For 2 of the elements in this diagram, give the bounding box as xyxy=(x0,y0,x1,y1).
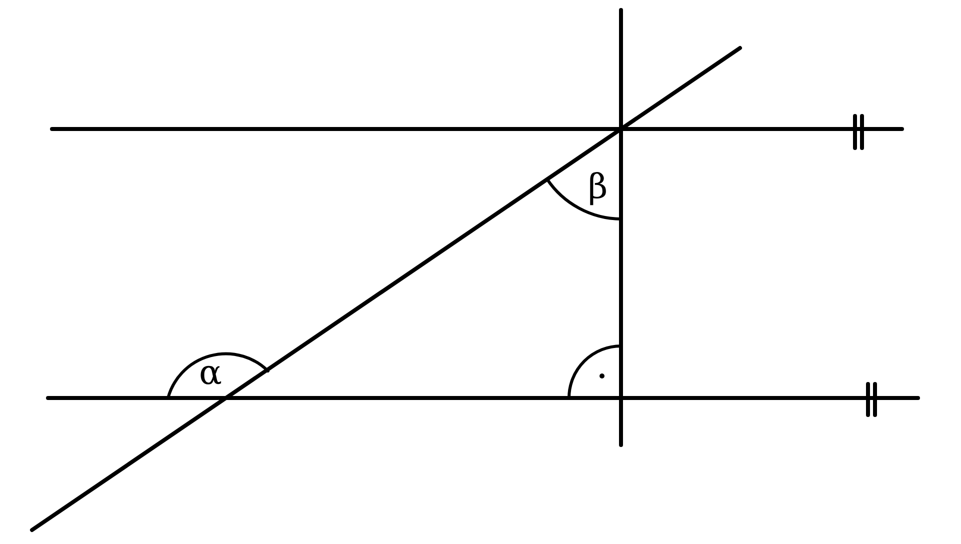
angle-label: β xyxy=(588,170,608,204)
angle-label: α xyxy=(199,356,222,390)
